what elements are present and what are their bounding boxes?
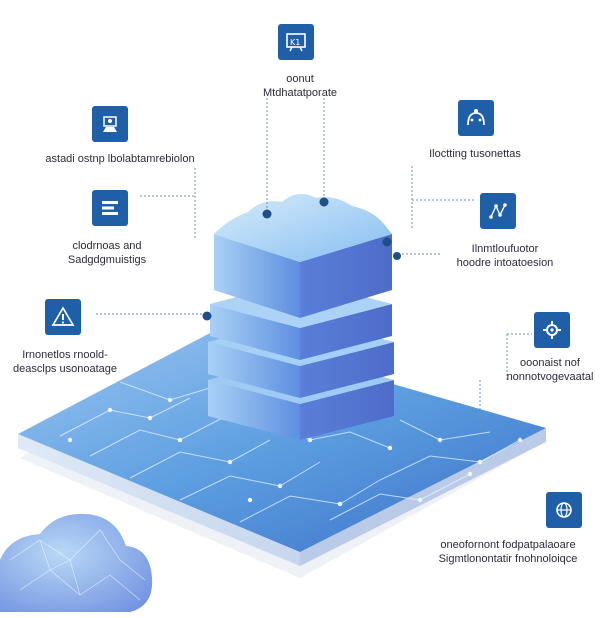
label-upper-right: Iloctting tusonettas: [410, 147, 540, 161]
label-mid-left-line-1: clodrnoas and: [72, 240, 142, 252]
network-nodes-icon: [480, 193, 516, 229]
label-top-line-2: Mtdhatatporate: [263, 87, 337, 99]
label-top: oonut Mtdhatatporate: [220, 72, 380, 100]
label-lower-left-line-2: deasclps usonoatage: [13, 363, 117, 375]
label-lower-left: Irnonetlos rnoold- deasclps usonoatage: [0, 348, 130, 376]
cloud: [0, 513, 153, 612]
block-stack: [208, 193, 394, 440]
gear-chip-icon: [534, 312, 570, 348]
workstation-icon: [92, 106, 128, 142]
label-top-line-1: oonut: [286, 73, 314, 85]
svg-text:K1: K1: [290, 38, 300, 47]
globe-chip-icon: [546, 492, 582, 528]
label-mid-right: Ilnmtloufuotor hoodre intoatoesion: [440, 242, 570, 270]
label-bottom-right-line-1: oneofornont fodpatpalaoare: [440, 539, 576, 551]
label-lower-left-line-1: Irnonetlos rnoold-: [22, 349, 108, 361]
label-upper-left: astadi ostnp lbolabtamrebiolon: [20, 152, 220, 166]
platform-edge: [18, 434, 300, 566]
arch-robot-icon: [458, 100, 494, 136]
circuit-nodes: [67, 397, 523, 507]
document-list-icon: [92, 190, 128, 226]
label-upper-right-line-1: Iloctting tusonettas: [429, 148, 521, 160]
label-bottom-right-line-2: Sigmtlonontatir fnohnoloiqce: [438, 553, 578, 565]
label-bottom-right: oneofornont fodpatpalaoare Sigmtlonontat…: [418, 538, 598, 566]
label-lower-right: ooonaist nof nonnotvogevaatal: [498, 356, 602, 384]
label-mid-left-line-2: Sadgdgmuistigs: [67, 254, 147, 266]
label-lower-right-line-2: nonnotvogevaatal: [506, 371, 594, 383]
warning-triangle-icon: [45, 299, 81, 335]
whiteboard-icon: K1: [278, 24, 314, 60]
label-lower-right-line-1: ooonaist nof: [520, 357, 580, 369]
platform-edge-right: [300, 428, 546, 566]
label-mid-right-line-1: Ilnmtloufuotor: [471, 243, 539, 255]
circuit-platform: [18, 332, 546, 552]
connector-lines: [96, 98, 532, 430]
label-mid-left: clodrnoas and Sadgdgmuistigs: [42, 239, 172, 267]
label-upper-left-line-1: astadi ostnp lbolabtamrebiolon: [45, 153, 195, 165]
label-mid-right-line-2: hoodre intoatoesion: [456, 257, 554, 269]
connector-dots: [202, 197, 401, 321]
